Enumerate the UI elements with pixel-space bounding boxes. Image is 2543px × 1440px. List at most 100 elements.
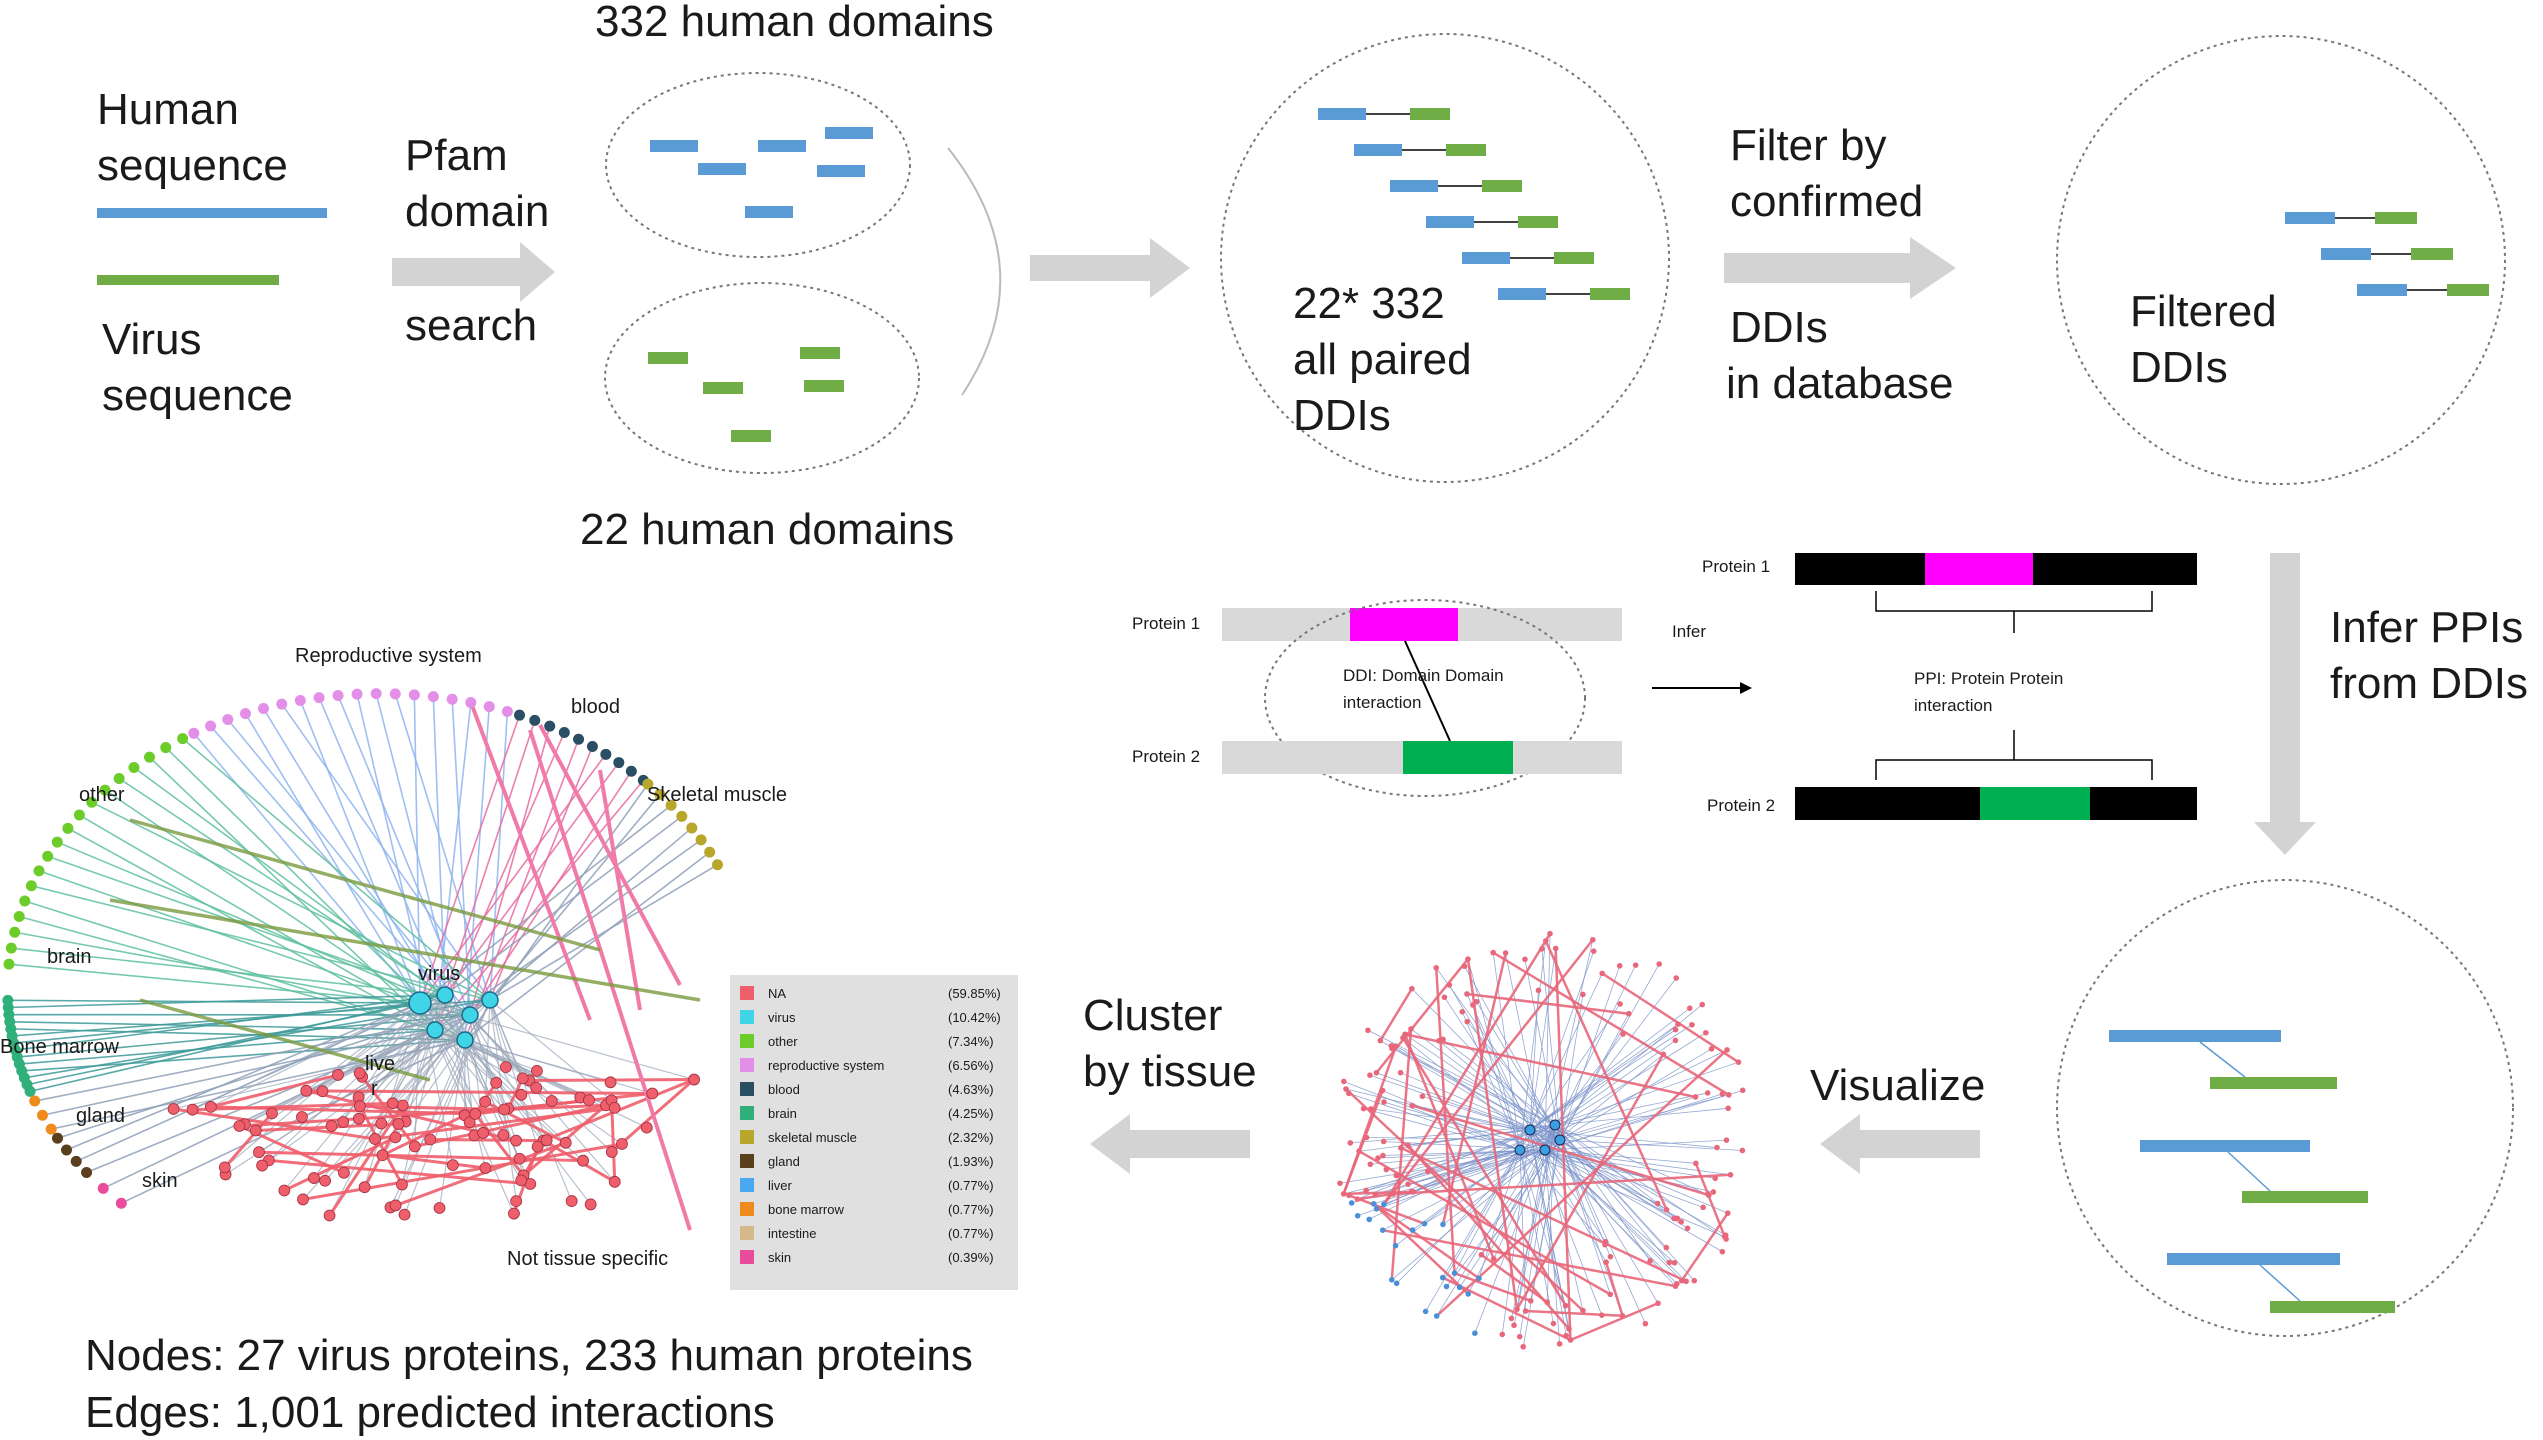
legend-pct: (0.39%) — [948, 1250, 994, 1265]
network-node — [316, 1085, 329, 1098]
network-node — [686, 822, 698, 834]
network-edge — [1541, 948, 1561, 1141]
network-node — [1441, 994, 1448, 1001]
infer-ppis-line1: Infer PPIs — [2330, 603, 2523, 652]
network-edge — [451, 699, 471, 1016]
network-node — [1620, 1031, 1626, 1037]
human-domain — [745, 206, 793, 218]
network-edge — [29, 994, 446, 1093]
network-edge — [434, 839, 702, 1031]
network-edge — [1680, 1212, 1729, 1282]
network-node — [1655, 1300, 1661, 1307]
network-node — [1367, 1072, 1373, 1078]
network-node — [1552, 945, 1559, 952]
virus-node — [461, 1006, 479, 1024]
network-node — [577, 1154, 589, 1167]
network-node — [1408, 1188, 1415, 1195]
network-node — [70, 1155, 82, 1167]
network-edge — [299, 700, 421, 1004]
network-node — [1739, 1147, 1746, 1154]
ppi-text-line2: interaction — [1914, 696, 1992, 715]
network-node — [1379, 1227, 1386, 1233]
legend-name: gland — [768, 1154, 800, 1169]
ddi-diagram: Protein 1 DDI: Domain Domain interaction… — [1132, 599, 1622, 797]
network-node — [1465, 1291, 1472, 1297]
network-node — [113, 772, 125, 784]
network-node — [688, 1073, 701, 1086]
network-node — [1405, 1142, 1411, 1148]
network-node — [1340, 1191, 1347, 1197]
network-node — [389, 1199, 402, 1212]
network-node — [5, 942, 17, 954]
network-node — [531, 1140, 544, 1153]
network-edge — [395, 1039, 466, 1206]
network-node — [1599, 970, 1605, 977]
network-node — [25, 880, 37, 892]
network-node — [308, 1172, 320, 1184]
legend-pct: (0.77%) — [948, 1226, 994, 1241]
network-edge — [1425, 1149, 1521, 1312]
network-node — [530, 1081, 543, 1094]
network-edge — [1544, 1093, 1723, 1151]
network-edge — [1529, 951, 1595, 1131]
virus-node — [481, 991, 499, 1009]
top-domains-label: 332 human domains — [595, 0, 994, 46]
network-node — [1725, 1092, 1732, 1098]
network-node — [1522, 1308, 1529, 1314]
network-node — [1368, 1106, 1374, 1112]
network-node — [24, 1085, 36, 1097]
ppi-human-bar — [2140, 1140, 2310, 1152]
ppi-protein2-label: Protein 2 — [1707, 796, 1775, 815]
network-node — [1367, 1161, 1374, 1168]
network-node — [1356, 1148, 1362, 1155]
network-node — [1341, 1078, 1347, 1085]
network-edge — [1343, 1190, 1414, 1196]
network-edge — [139, 998, 431, 1082]
network-edge — [1505, 952, 1546, 1151]
network-node — [1674, 1280, 1680, 1287]
label-liver-r: r — [371, 1078, 378, 1100]
network-node — [1388, 1276, 1395, 1283]
ppi-protein2-domain — [1980, 787, 2090, 820]
network-node — [1714, 1144, 1720, 1151]
network-edge — [434, 1029, 505, 1110]
legend-pct: (4.63%) — [948, 1082, 994, 1097]
network-edge — [1559, 1048, 1712, 1141]
network-node — [1379, 1087, 1386, 1094]
legend-pct: (1.93%) — [948, 1154, 994, 1169]
legend-pct: (10.42%) — [948, 1010, 1001, 1025]
network-node — [529, 714, 541, 726]
network-node — [1511, 1322, 1517, 1329]
network-edge — [1544, 940, 1668, 1211]
network-node — [515, 1088, 528, 1101]
network-edge — [283, 1136, 397, 1192]
network-node — [396, 1099, 409, 1112]
network-edge — [1519, 1149, 1606, 1245]
virus-domain — [800, 347, 840, 359]
virus-domain — [703, 382, 743, 394]
protein2-domain — [1403, 741, 1513, 774]
network-edge — [1559, 965, 1621, 1141]
network-node — [1522, 956, 1528, 963]
network-node — [1544, 1299, 1550, 1305]
sequence-legend: Human sequence Virus sequence — [97, 85, 327, 420]
network-node — [160, 742, 172, 754]
dashed-circle — [2056, 879, 2514, 1337]
network-node — [559, 1136, 572, 1149]
network-edge — [1373, 1149, 1546, 1205]
network-edge — [182, 738, 491, 1001]
network-edge — [1529, 1024, 1693, 1131]
network-node — [249, 1124, 262, 1137]
legend-name: bone marrow — [768, 1202, 844, 1217]
network-node — [1433, 965, 1440, 971]
tissue-legend: NA(59.85%)virus(10.42%)other(7.34%)repro… — [730, 975, 1018, 1290]
network-node — [498, 1103, 511, 1116]
network-node — [1390, 1191, 1397, 1197]
network-edge — [464, 738, 580, 1041]
network-edge — [538, 724, 682, 986]
network-edge — [1559, 1139, 1743, 1151]
network-node — [1348, 1200, 1355, 1206]
network-edge — [192, 1002, 421, 1111]
network-node — [642, 778, 654, 790]
network-edge — [1345, 1088, 1561, 1141]
